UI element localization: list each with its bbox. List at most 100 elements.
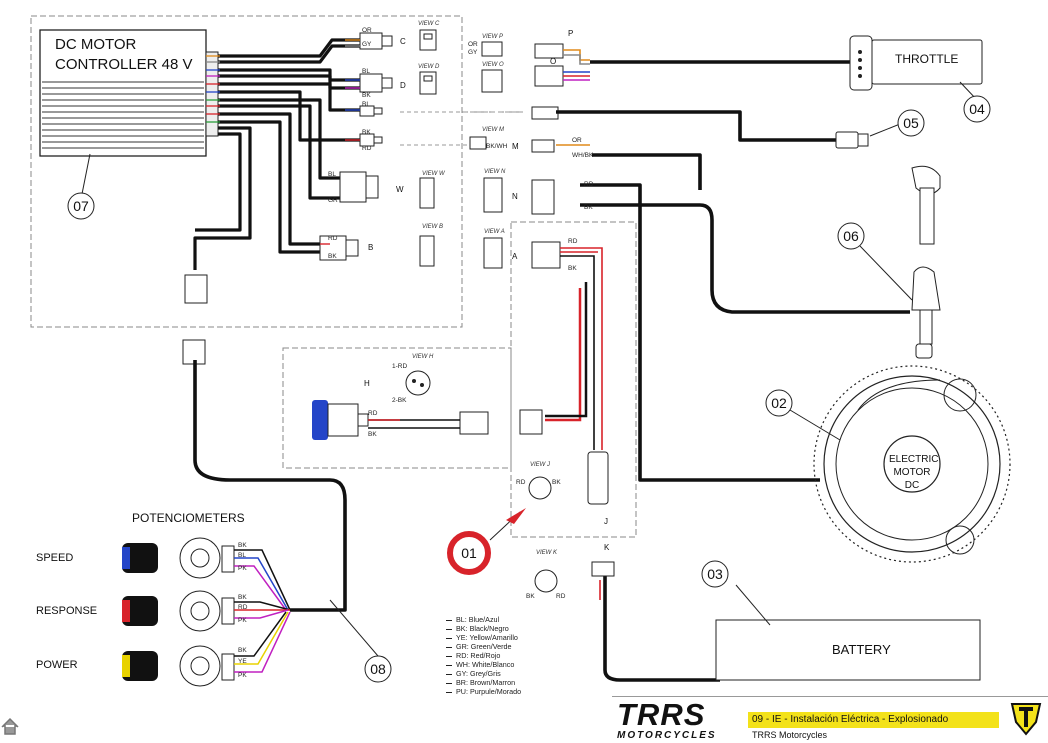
pot-speed-label: SPEED [36,552,74,564]
letter-k: K [604,543,610,552]
connectors-right [469,41,564,269]
tag-rd-n: RD [584,181,594,188]
callout-01-arrow [506,508,526,524]
tag-bl-w: BL [328,171,336,178]
tag-bk-k: BK [526,593,535,600]
legend-item: WH: White/Blanco [446,660,514,669]
view-m-label: VIEW M [482,127,504,133]
sensor-devices [312,370,615,593]
tag-bk-pot1: BK [238,542,247,549]
title-block-company: TRRS Motorcycles [752,730,828,740]
dashed-leaders [400,111,525,146]
trrs-logo: TRRS [617,697,706,732]
tag-bk2: 2-BK [392,397,407,404]
legend-item: RD: Red/Rojo [446,651,500,660]
view-a-label: VIEW A [484,229,505,235]
tag-pk-pot3: PK [238,672,247,679]
letter-a: A [512,252,518,261]
letter-w: W [396,185,404,194]
tag-bk-wh: BK/WH [486,143,508,150]
tag-rd-b: RD [328,235,338,242]
view-b-label: VIEW B [422,224,443,230]
tag-rd-small: RD [362,145,372,152]
pot-wires [234,549,291,673]
legend-item: PU: Purpule/Morado [446,687,521,696]
letter-b: B [368,243,373,252]
pots-title: POTENCIOMETERS [132,511,245,525]
controller-wire-colors [206,55,220,123]
callout-08-text: 08 [370,661,386,677]
title-block-caption: 09 - IE - Instalación Eléctrica - Explos… [748,712,999,728]
controller-title-line1: DC MOTOR [55,36,137,53]
tag-wh-bk: WH/BK [572,152,594,159]
connectors-left [182,29,437,365]
motor-label-3: DC [904,480,920,491]
callout-leaders [81,81,978,657]
tag-bk-pot2: BK [238,594,247,601]
controller-title-line2: CONTROLLER 48 V [55,56,193,73]
callout-03-text: 03 [707,566,723,582]
trrs-logo-sub: MOTORCYCLES [617,730,717,741]
tag-bl-small: BL [362,101,370,108]
tag-or-c: OR [362,27,372,34]
tag-gy-p: GY [468,49,478,56]
letter-n: N [512,192,518,201]
view-k-label: VIEW K [536,550,558,556]
pot-power-label: POWER [36,659,78,671]
tag-bk-b: BK [328,253,337,260]
callout-06-text: 06 [843,228,859,244]
motor-label-1: ELECTRIC [889,454,939,465]
legend-item: BL: Blue/Azul [446,615,499,624]
tag-rd-pot2: RD [238,604,248,611]
legend-item: GY: Grey/Gris [446,669,501,678]
view-w-label: VIEW W [422,171,446,177]
tag-rd-k: RD [556,593,566,600]
pot-response-label: RESPONSE [36,605,98,617]
callout-05-text: 05 [903,115,919,131]
throttle-label: THROTTLE [895,52,959,66]
letter-m: M [512,142,519,151]
tag-ye-pot3: YE [238,658,247,665]
controller-body [39,29,219,157]
tag-bk-d: BK [362,92,371,99]
view-n-label: VIEW N [484,169,506,175]
tag-bk-small: BK [362,129,371,136]
legend-item: BK: Black/Negro [446,624,509,633]
legend-item: GR: Green/Verde [446,642,512,651]
pot-devices [122,537,235,687]
throttle-device [849,35,983,91]
tag-rd1: 1-RD [392,363,407,370]
callout-02-text: 02 [771,395,787,411]
key-switch-06 [911,165,941,359]
home-icon[interactable] [0,716,20,736]
letter-d: D [400,81,406,90]
tag-bk-n: BK [584,204,593,211]
callout-circles [67,95,991,683]
letter-c: C [400,37,406,46]
trrs-emblem-icon [1010,703,1042,736]
connector-wire-tints [320,39,360,245]
tag-or-m: OR [572,137,582,144]
tag-rd-j: RD [516,479,526,486]
harness-color-tints [545,49,603,600]
tag-rd-a: RD [568,238,578,245]
tag-bk-a: BK [568,265,577,272]
view-j-label: VIEW J [530,462,551,468]
harness-wires [193,60,910,682]
view-o-label: VIEW O [482,62,504,68]
tag-bl-d: BL [362,68,370,75]
tag-gr-w: GR [328,197,338,204]
motor-device [813,365,1011,563]
letter-o: O [550,57,556,66]
view-p-label: VIEW P [482,34,503,40]
tag-pk-pot1: PK [238,565,247,572]
tag-gy-c: GY [362,41,372,48]
callout-04-text: 04 [969,101,985,117]
tag-bl-pot1: BL [238,552,246,559]
tag-bk-h: BK [368,431,377,438]
view-d-label: VIEW D [418,64,440,70]
tag-pk-pot2: PK [238,617,247,624]
letter-j: J [604,517,608,526]
callout-07-text: 07 [73,198,89,214]
